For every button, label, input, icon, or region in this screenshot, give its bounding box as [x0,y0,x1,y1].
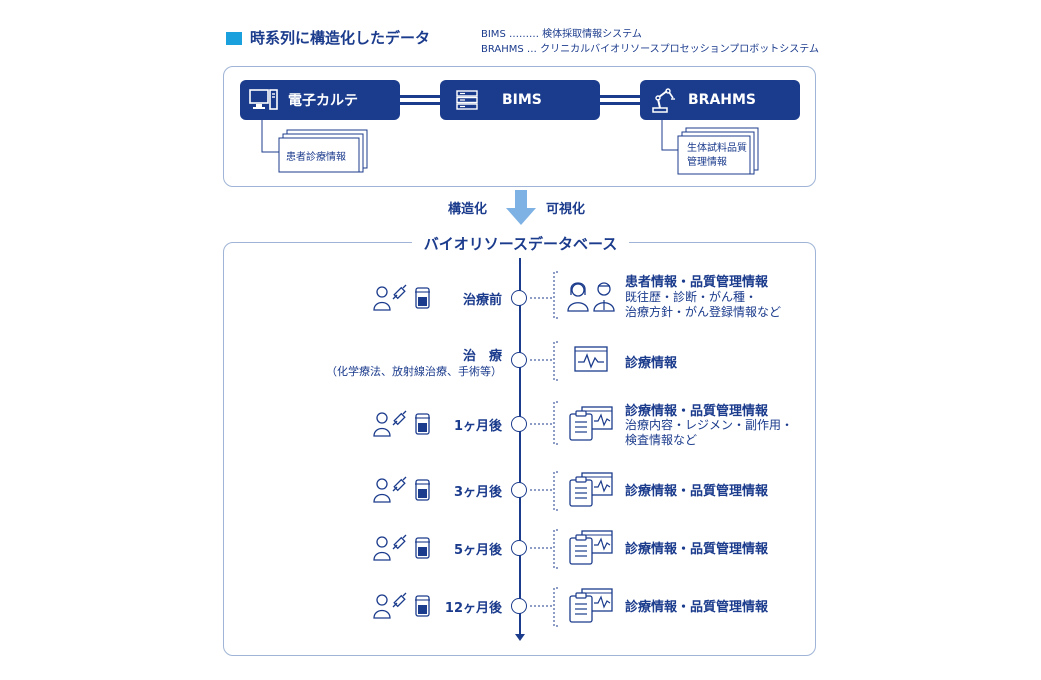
server-icon [456,90,478,110]
timeline-node [511,290,527,306]
connector-line [400,102,440,105]
page-title: 時系列に構造化したデータ [250,29,431,47]
stage-label: 治 療 [462,349,502,364]
bracket-connector [530,529,558,569]
transform-left-label: 構造化 [448,202,488,217]
patient-blood-sample-icon [373,410,431,437]
clipboard-monitor-icon [569,406,613,441]
stage-label: 12ヶ月後 [444,601,502,616]
bims-system-box: BIMS [440,80,600,120]
transform-right-label: 可視化 [546,202,586,217]
doctor-and-nurse-icon [567,282,615,312]
info-title: 診療情報・品質管理情報 [625,600,769,615]
bracket-connector [530,587,558,627]
database-title-row: バイオリソースデータベース [0,233,1041,254]
timeline-node [511,352,527,368]
monitor-icon [574,346,608,372]
timeline-arrowhead [515,634,525,641]
stage-label: 1ヶ月後 [453,419,502,434]
info-title: 診療情報 [625,356,678,371]
patient-blood-sample-icon [373,284,431,311]
timeline-line [519,258,521,636]
clipboard-monitor-icon [569,530,613,565]
robot-arm-icon [652,88,675,113]
info-title: 診療情報・品質管理情報 [625,484,769,499]
info-detail: 治療方針・がん登録情報など [625,305,782,319]
patient-blood-sample-icon [373,476,431,503]
info-title: 患者情報・品質管理情報 [625,275,769,290]
connector-line [400,95,440,98]
database-title: バイオリソースデータベース [411,235,630,253]
connector-line [600,95,640,98]
info-detail: 治療内容・レジメン・副作用・ [625,418,794,432]
clipboard-monitor-icon [569,588,613,623]
patient-blood-sample-icon [373,534,431,561]
timeline-node [511,598,527,614]
computer-icon [249,89,278,110]
info-title: 診療情報・品質管理情報 [625,404,769,419]
bracket-connector [530,341,558,381]
brahms-system-box: BRAHMS [640,80,800,120]
ehr-doc-label: 患者診療情報 [286,152,346,163]
brahms-doc-label-2: 管理情報 [687,157,727,168]
down-arrow-icon [506,190,536,225]
stage-label: 5ヶ月後 [453,543,502,558]
document-icon [261,120,368,173]
clipboard-monitor-icon [569,472,613,507]
info-detail: 既往歴・診断・がん種・ [625,290,758,304]
bracket-connector [530,471,558,511]
brahms-doc-label-1: 生体試料品質 [687,143,747,154]
info-title: 診療情報・品質管理情報 [625,542,769,557]
info-detail: 検査情報など [625,433,698,447]
bracket-connector [530,401,558,445]
stage-label: 治療前 [462,293,502,308]
title-marker [226,32,242,45]
document-icon [661,120,759,175]
legend-brahms: BRAHMS … クリニカルバイオリソースプロセッションプロボットシステム [481,44,819,55]
ehr-system-box: 電子カルテ [240,80,400,120]
brahms-label: BRAHMS [688,92,757,108]
timeline-node [511,416,527,432]
legend-bims: BIMS ……… 検体採取情報システム [481,29,642,40]
stage-sublabel: （化学療法、放射線治療、手術等） [326,365,502,378]
stage-label: 3ヶ月後 [453,485,502,500]
timeline-node [511,482,527,498]
timeline-node [511,540,527,556]
patient-blood-sample-icon [373,592,431,619]
ehr-label: 電子カルテ [288,93,358,109]
bracket-connector [530,271,558,319]
connector-line [600,102,640,105]
bims-label: BIMS [502,92,542,108]
